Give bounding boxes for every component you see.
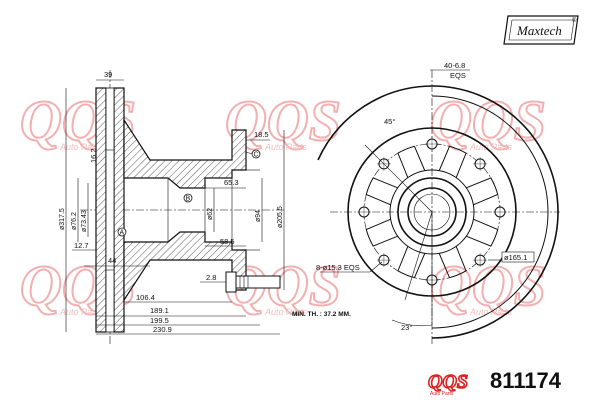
dim-phi-317-5: ø317.5 [59,208,66,230]
hub-lobes [365,145,499,279]
dim-44: 44 [108,256,116,265]
watermark-logo: QQS [430,253,546,318]
dim-phi-205-5: ø205.5 [277,206,284,228]
watermark-subtext: Auto Parts [264,142,308,152]
label-c: C [254,152,259,159]
dim-18-5: 18.5 [254,130,269,139]
label-b: B [186,196,191,203]
dim-pcd: ø165.1 [504,253,527,262]
dim-phi-94: ø94 [255,210,262,222]
footer-logo: QQS [428,371,468,393]
hub-lobe [438,145,467,178]
section-view: B A C 39 18.5 65.3 58.5 44 12.7 16.2 106… [59,70,285,345]
hub-lobe [365,177,398,206]
hub-lobe [365,218,398,247]
hub-lobe [466,218,499,247]
front-view: 45° 23° 40-6.8 EQS 8-ø15.3 EQS ø165.1 MI… [292,61,560,345]
watermark-logo: QQS [430,88,546,153]
dim-phi-73-43: ø73.43 [81,210,88,232]
dim-39: 39 [104,70,112,79]
dim-bolt-eqs: 40-6.8 [444,61,465,70]
dim-199-5: 199.5 [150,316,169,325]
label-a: A [120,230,125,237]
dim-holes: 8-ø15.3 EQS [316,263,360,272]
registered-mark: ® [572,17,577,24]
dim-phi-76-2: ø76.2 [71,212,78,230]
watermark-subtext: Auto Parts [59,307,103,317]
dim-phi-62: ø62 [207,208,214,220]
hub-lobe [397,246,426,279]
dim-189-1: 189.1 [150,306,169,315]
footer-logo-sub: Auto Parts [430,391,454,397]
dim-eqs: EQS [450,71,466,80]
part-number: 811174 [490,368,562,393]
footer: QQS Auto Parts 811174 [427,368,562,397]
dim-12-7: 12.7 [74,241,89,250]
dim-230-9: 230.9 [153,325,172,334]
dim-16-2: 16.2 [89,148,98,163]
angle-45: 45° [384,117,395,126]
hub-lobe [438,246,467,279]
watermark-subtext: Auto Parts [59,142,103,152]
angle-23: 23° [401,323,412,332]
dim-106-4: 106.4 [136,293,155,302]
outer-friction-face [95,87,107,333]
watermark-subtext: Auto Parts [469,142,513,152]
inner-friction-face [113,87,125,333]
dim-2-8: 2.8 [206,273,216,282]
min-thickness-note: MIN. TH. : 37.2 MM. [292,311,351,318]
watermark-subtext: Auto Parts [264,307,308,317]
maxtech-logo: Maxtech ® [503,15,579,45]
maxtech-logo-text: Maxtech [516,23,562,38]
dim-58-5: 58.5 [220,237,235,246]
hub-lobe [466,177,499,206]
dim-65-3: 65.3 [224,178,239,187]
hub-section-upper [123,117,247,189]
hub-lobe [397,145,426,178]
